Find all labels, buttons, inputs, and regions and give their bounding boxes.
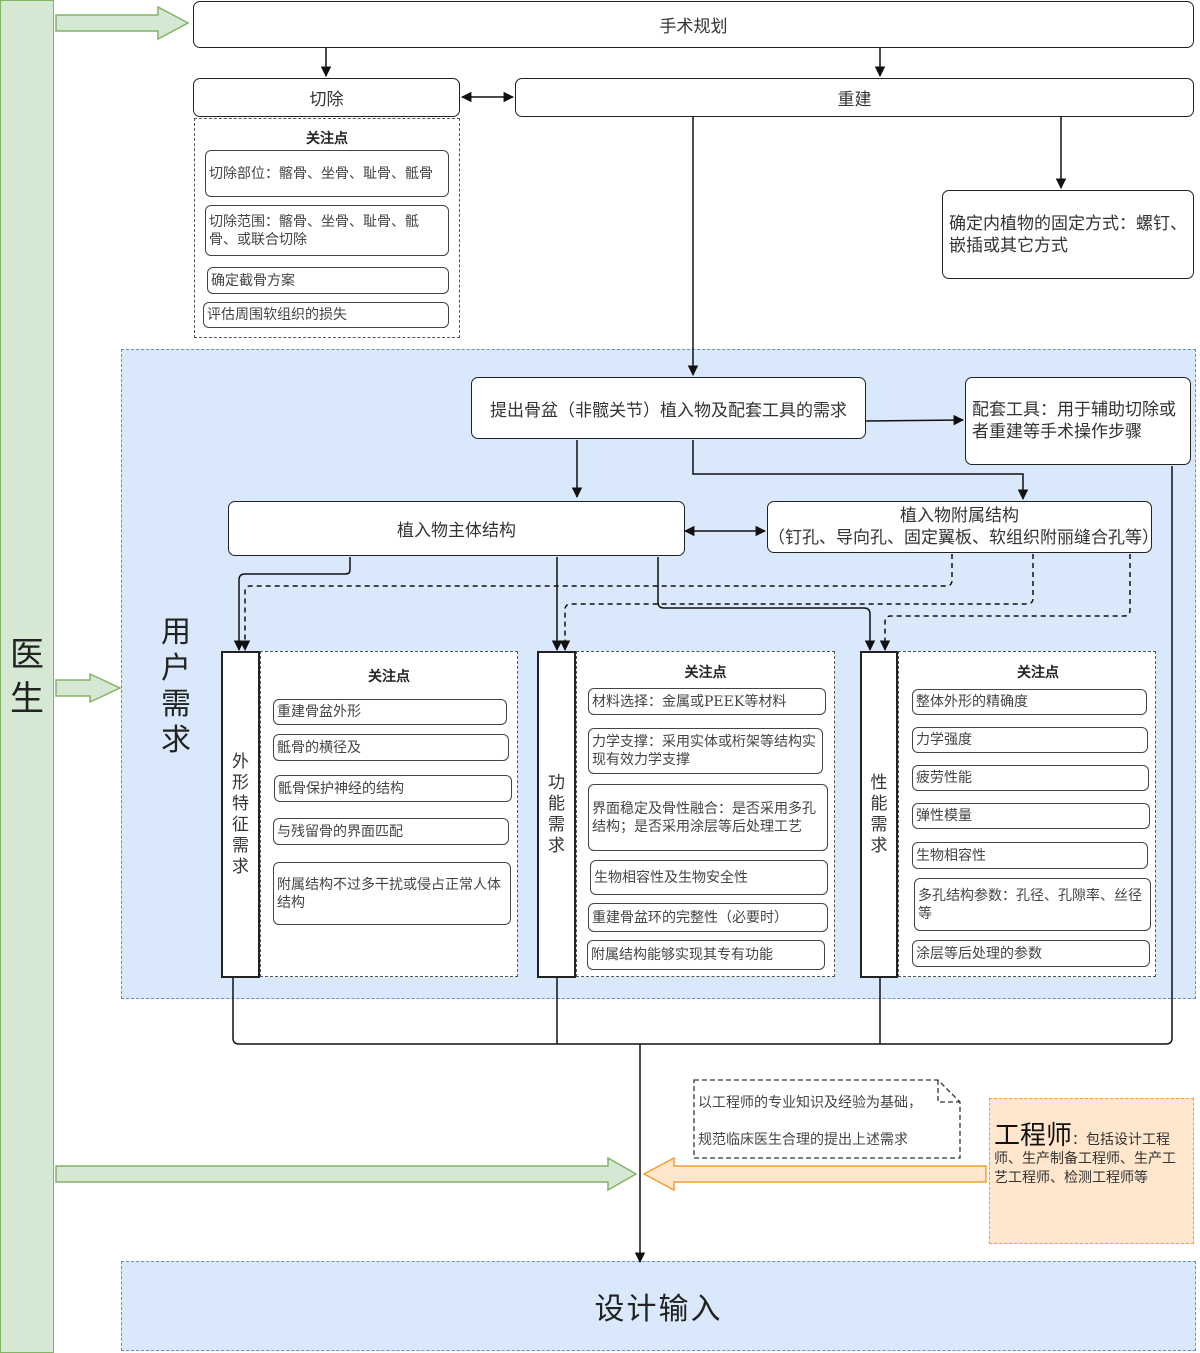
- shape-needs-item: 与残留骨的界面匹配: [273, 818, 509, 845]
- shape-needs-item: 骶骨保护神经的结构: [274, 775, 512, 802]
- design-input-label: 设计输入: [594, 1292, 723, 1327]
- function-needs-item: 力学支撑：采用实体或桁架等结构实现有效力学支撑: [588, 728, 823, 774]
- engineer-arrow: [642, 1156, 987, 1192]
- design-input-region: 设计输入: [121, 1261, 1196, 1351]
- surgery-planning-box: 手术规划: [193, 1, 1194, 48]
- performance-needs-title: 关注点: [1017, 665, 1059, 681]
- accessory-structure-title: 植入物附属结构: [900, 506, 1019, 526]
- engineer-note: 以工程师的专业知识及经验为基础， 规范临床医生合理的提出上述需求: [698, 1094, 960, 1150]
- doctor-column: 医 生: [0, 0, 54, 1353]
- shape-needs-label: 外形特征需求: [221, 651, 260, 978]
- function-needs-item: 附属结构能够实现其专有功能: [587, 940, 825, 970]
- engineer-desc: ：包括设计工程师、生产制备工程师、生产工艺工程师、检测工程师等: [994, 1132, 1176, 1186]
- function-needs-item: 界面稳定及骨性融合：是否采用多孔结构；是否采用涂层等后处理工艺: [588, 784, 828, 851]
- shape-needs-title: 关注点: [368, 669, 410, 685]
- performance-needs-item: 整体外形的精确度: [912, 689, 1147, 715]
- engineer-note-line2: 规范临床医生合理的提出上述需求: [698, 1132, 908, 1148]
- shape-needs-item: 骶骨的横径及: [273, 734, 509, 761]
- function-needs-label: 功能需求: [537, 651, 576, 978]
- main-structure-box: 植入物主体结构: [228, 501, 685, 556]
- engineer-box: 工程师：包括设计工程师、生产制备工程师、生产工艺工程师、检测工程师等: [989, 1098, 1194, 1244]
- user-needs-label: 用 户 需 求: [161, 615, 191, 758]
- function-needs-item: 材料选择：金属或PEEK等材料: [588, 688, 826, 715]
- reconstruction-box: 重建: [515, 78, 1194, 117]
- performance-needs-item: 疲劳性能: [912, 765, 1149, 791]
- shape-needs-item: 附属结构不过多干扰或侵占正常人体结构: [273, 862, 511, 925]
- performance-needs-item: 涂层等后处理的参数: [912, 940, 1150, 967]
- resection-focus-item: 切除部位：髂骨、坐骨、耻骨、骶骨: [205, 150, 449, 197]
- doctor-arrows: [55, 5, 638, 1192]
- performance-needs-label: 性能需求: [860, 651, 898, 978]
- propose-needs-box: 提出骨盆（非髋关节）植入物及配套工具的需求: [471, 377, 866, 439]
- resection-focus-title: 关注点: [306, 131, 348, 147]
- tools-box: 配套工具：用于辅助切除或者重建等手术操作步骤: [965, 377, 1191, 465]
- accessory-structure-box: 植入物附属结构 （钉孔、导向孔、固定翼板、软组织附丽缝合孔等）: [767, 501, 1159, 553]
- engineer-title: 工程师: [994, 1121, 1073, 1151]
- function-needs-title: 关注点: [684, 665, 727, 681]
- resection-focus-item: 切除范围：髂骨、坐骨、耻骨、骶骨、或联合切除: [205, 205, 449, 256]
- function-needs-item: 重建骨盆环的完整性（必要时）: [588, 903, 828, 932]
- resection-focus-item: 评估周围软组织的损失: [203, 302, 449, 328]
- performance-needs-item: 力学强度: [912, 727, 1148, 753]
- resection-box: 切除: [193, 78, 460, 117]
- performance-needs-item: 生物相容性: [912, 842, 1148, 869]
- performance-needs-item: 弹性模量: [912, 803, 1150, 829]
- doctor-label: 医 生: [10, 634, 44, 719]
- resection-focus-item: 确定截骨方案: [207, 267, 449, 294]
- function-needs-item: 生物相容性及生物安全性: [590, 860, 828, 895]
- performance-needs-item: 多孔结构参数：孔径、孔隙率、丝径等: [914, 878, 1151, 931]
- accessory-structure-detail: （钉孔、导向孔、固定翼板、软组织附丽缝合孔等）: [768, 528, 1159, 548]
- shape-needs-item: 重建骨盆外形: [273, 699, 507, 725]
- engineer-note-line1: 以工程师的专业知识及经验为基础，: [698, 1095, 922, 1111]
- fixation-box: 确定内植物的固定方式：螺钉、嵌插或其它方式: [942, 190, 1194, 279]
